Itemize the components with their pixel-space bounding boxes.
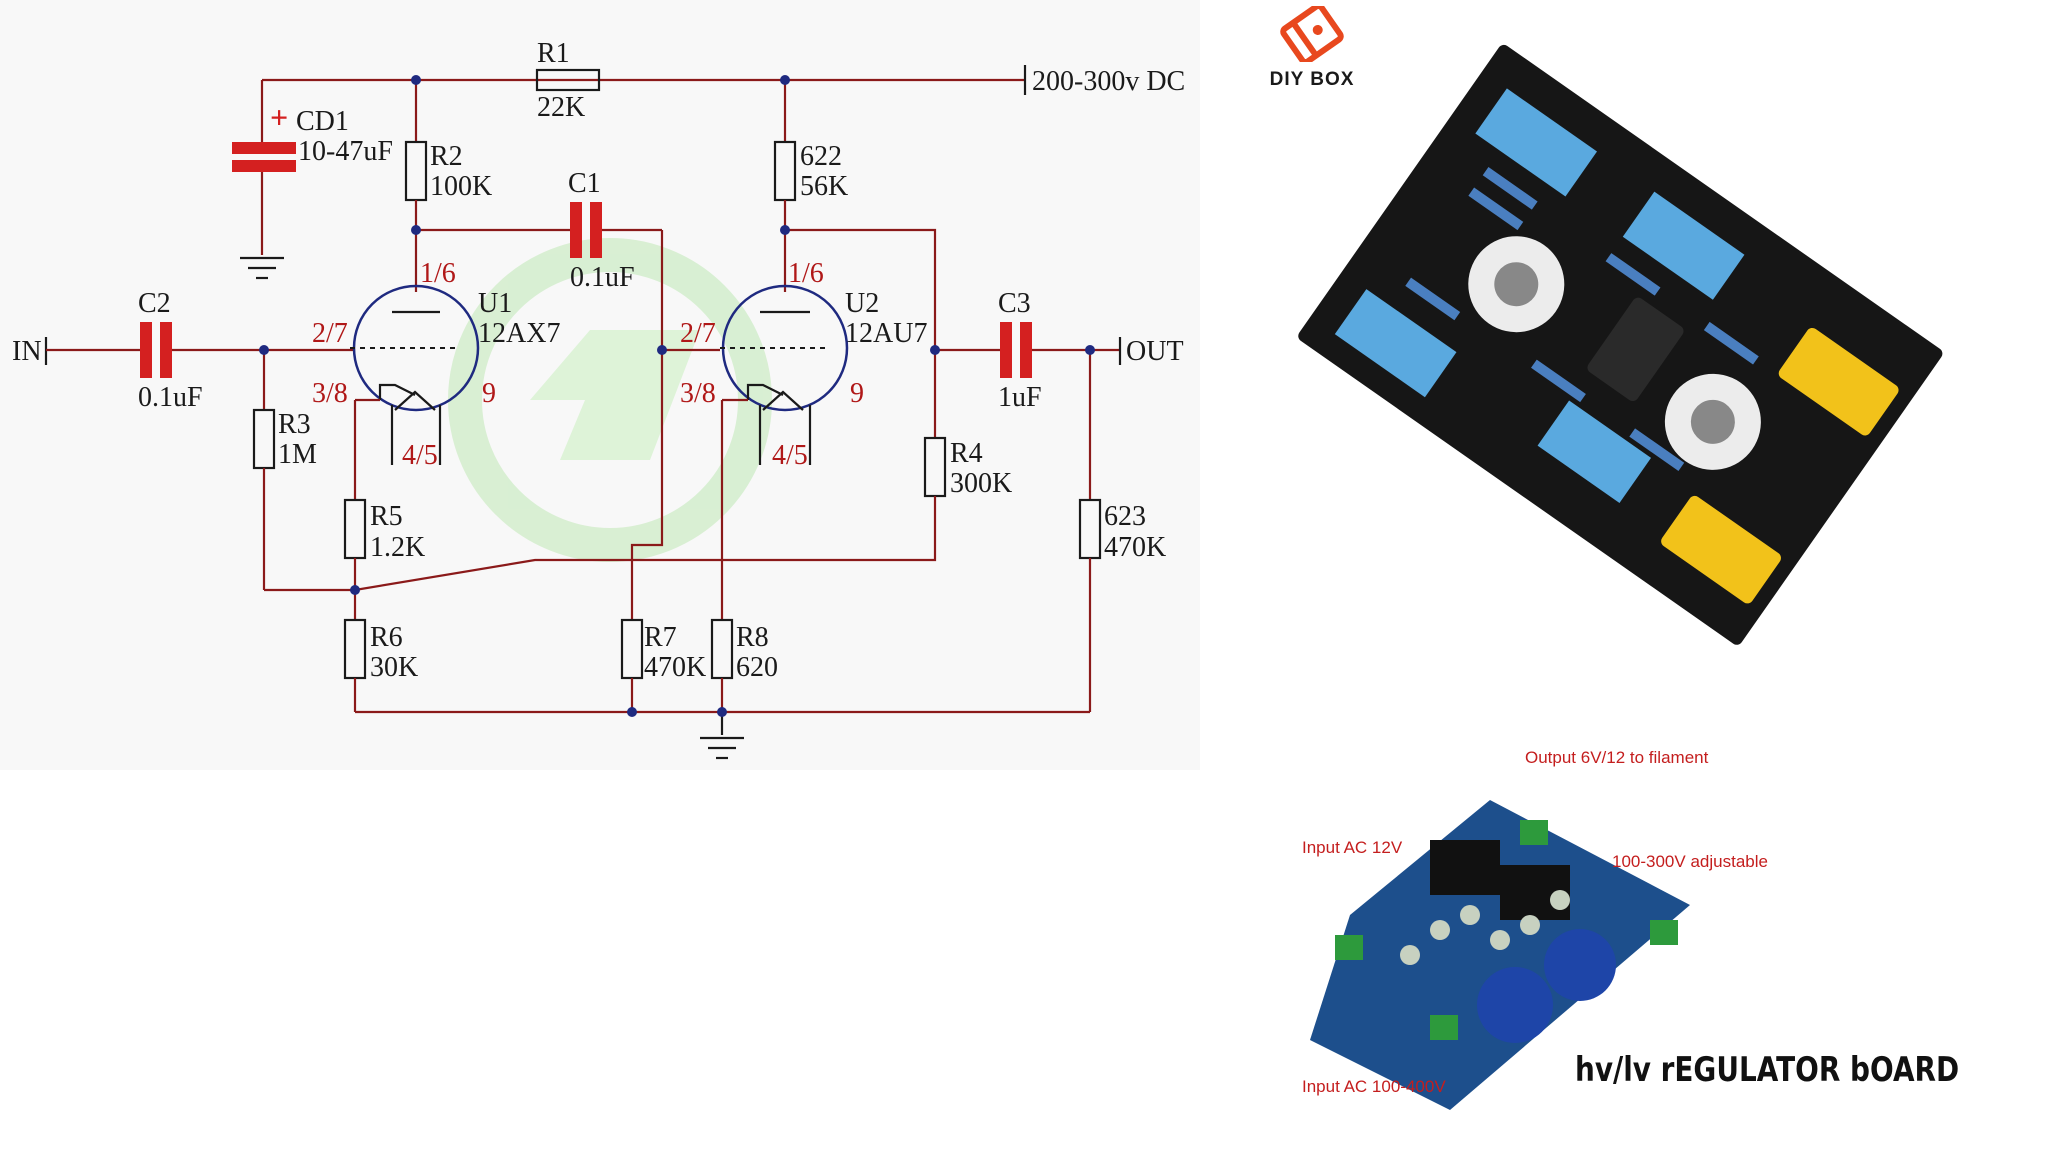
c2-ref: C2 — [138, 288, 171, 319]
c3-value: 1uF — [998, 382, 1042, 413]
output-label: OUT — [1126, 336, 1184, 367]
r4-value: 300K — [950, 468, 1012, 499]
input-section: IN C2 0.1uF — [12, 288, 355, 413]
r623-ref: 623 — [1104, 501, 1146, 532]
r3-value: 1M — [278, 439, 317, 470]
u2-grid-pin: 2/7 — [680, 318, 716, 349]
ground-icon — [700, 736, 744, 760]
output-section: OUT C3 1uF — [935, 288, 1184, 413]
u1-heater-center-pin: 9 — [482, 378, 496, 409]
r6-ref: R6 — [370, 622, 403, 653]
r2-ref: R2 — [430, 141, 463, 172]
c2-value: 0.1uF — [138, 382, 203, 413]
u2-cathode-pin: 3/8 — [680, 378, 716, 409]
r1-value: 22K — [537, 92, 585, 123]
regulator-board-title: hv/lv rEGULATOR bOARD — [1575, 1050, 1960, 1090]
feedback-wire — [264, 510, 937, 592]
resistor-623: 623 470K — [1078, 350, 1166, 712]
preamp-schematic: 200-300v DC R1 22K + CD1 10-47uF R2 100K… — [0, 0, 1200, 770]
r622-value: 56K — [800, 171, 848, 202]
ground-bus — [355, 710, 1090, 760]
watermark-logo — [448, 238, 772, 562]
u1-ref: U1 — [478, 288, 512, 319]
c3-ref: C3 — [998, 288, 1031, 319]
r7-ref: R7 — [644, 622, 677, 653]
u2-heater-pin: 4/5 — [772, 440, 808, 471]
cd1-value: 10-47uF — [298, 136, 393, 167]
input-label: IN — [12, 336, 42, 367]
u2-value: 12AU7 — [845, 318, 927, 349]
u2-heater-center-pin: 9 — [850, 378, 864, 409]
r6-value: 30K — [370, 652, 418, 683]
brand-logo: DIY BOX — [1262, 2, 1362, 91]
r8-value: 620 — [736, 652, 778, 683]
r3-ref: R3 — [278, 409, 311, 440]
u1-cathode-pin: 3/8 — [312, 378, 348, 409]
hv-adjustable-note: 100-300V adjustable — [1612, 852, 1768, 871]
capacitor-cd1: + CD1 10-47uF — [232, 80, 393, 280]
regulator-board-photo — [1310, 800, 1690, 1110]
input-ac-12v-note: Input AC 12V — [1302, 838, 1403, 857]
preamp-pcb-photo — [1298, 44, 1943, 645]
r2-value: 100K — [430, 171, 492, 202]
resistor-r6: R6 30K — [343, 618, 418, 712]
u1-heater-pin: 4/5 — [402, 440, 438, 471]
plate-wire — [785, 228, 937, 350]
r622-ref: 622 — [800, 141, 842, 172]
ground-icon — [240, 256, 284, 280]
diybox-logo-icon — [1280, 2, 1344, 66]
resistor-r3: R3 1M — [252, 350, 317, 590]
r1-ref: R1 — [537, 38, 570, 69]
r4-ref: R4 — [950, 438, 983, 469]
u2-ref: U2 — [845, 288, 879, 319]
cd1-ref: CD1 — [296, 106, 349, 137]
resistor-r2: R2 100K — [404, 80, 492, 292]
resistor-r4: R4 300K — [923, 350, 1012, 510]
supply-label: 200-300v DC — [1032, 66, 1185, 97]
brand-name: DIY BOX — [1269, 69, 1355, 90]
r7-value: 470K — [644, 652, 706, 683]
supply-rail: 200-300v DC — [262, 65, 1185, 97]
r5-value: 1.2K — [370, 532, 425, 563]
u1-grid-pin: 2/7 — [312, 318, 348, 349]
output-filament-note: Output 6V/12 to filament — [1525, 748, 1709, 767]
resistor-r5: R5 1.2K — [343, 498, 425, 620]
resistor-622: 622 56K — [773, 80, 848, 292]
u1-plate-pin: 1/6 — [420, 258, 456, 289]
r8-ref: R8 — [736, 622, 769, 653]
tube-u1: U1 12AX7 1/6 2/7 3/8 9 4/5 — [312, 258, 560, 500]
capacitor-c1: C1 0.1uF — [416, 168, 664, 350]
c1-ref: C1 — [568, 168, 601, 199]
resistor-r8: R8 620 — [710, 618, 778, 712]
junction-dots — [259, 75, 1095, 717]
resistor-r7: R7 470K — [620, 618, 706, 712]
input-ac-hv-note: Input AC 100-400V — [1302, 1077, 1446, 1096]
u1-value: 12AX7 — [478, 318, 560, 349]
u2-plate-pin: 1/6 — [788, 258, 824, 289]
c1-value: 0.1uF — [570, 262, 635, 293]
r5-ref: R5 — [370, 501, 403, 532]
resistor-r1: R1 22K — [535, 38, 601, 123]
r623-value: 470K — [1104, 532, 1166, 563]
tube-u2: U2 12AU7 1/6 2/7 3/8 9 4/5 — [630, 258, 927, 620]
polarity-plus-icon: + — [270, 99, 288, 135]
